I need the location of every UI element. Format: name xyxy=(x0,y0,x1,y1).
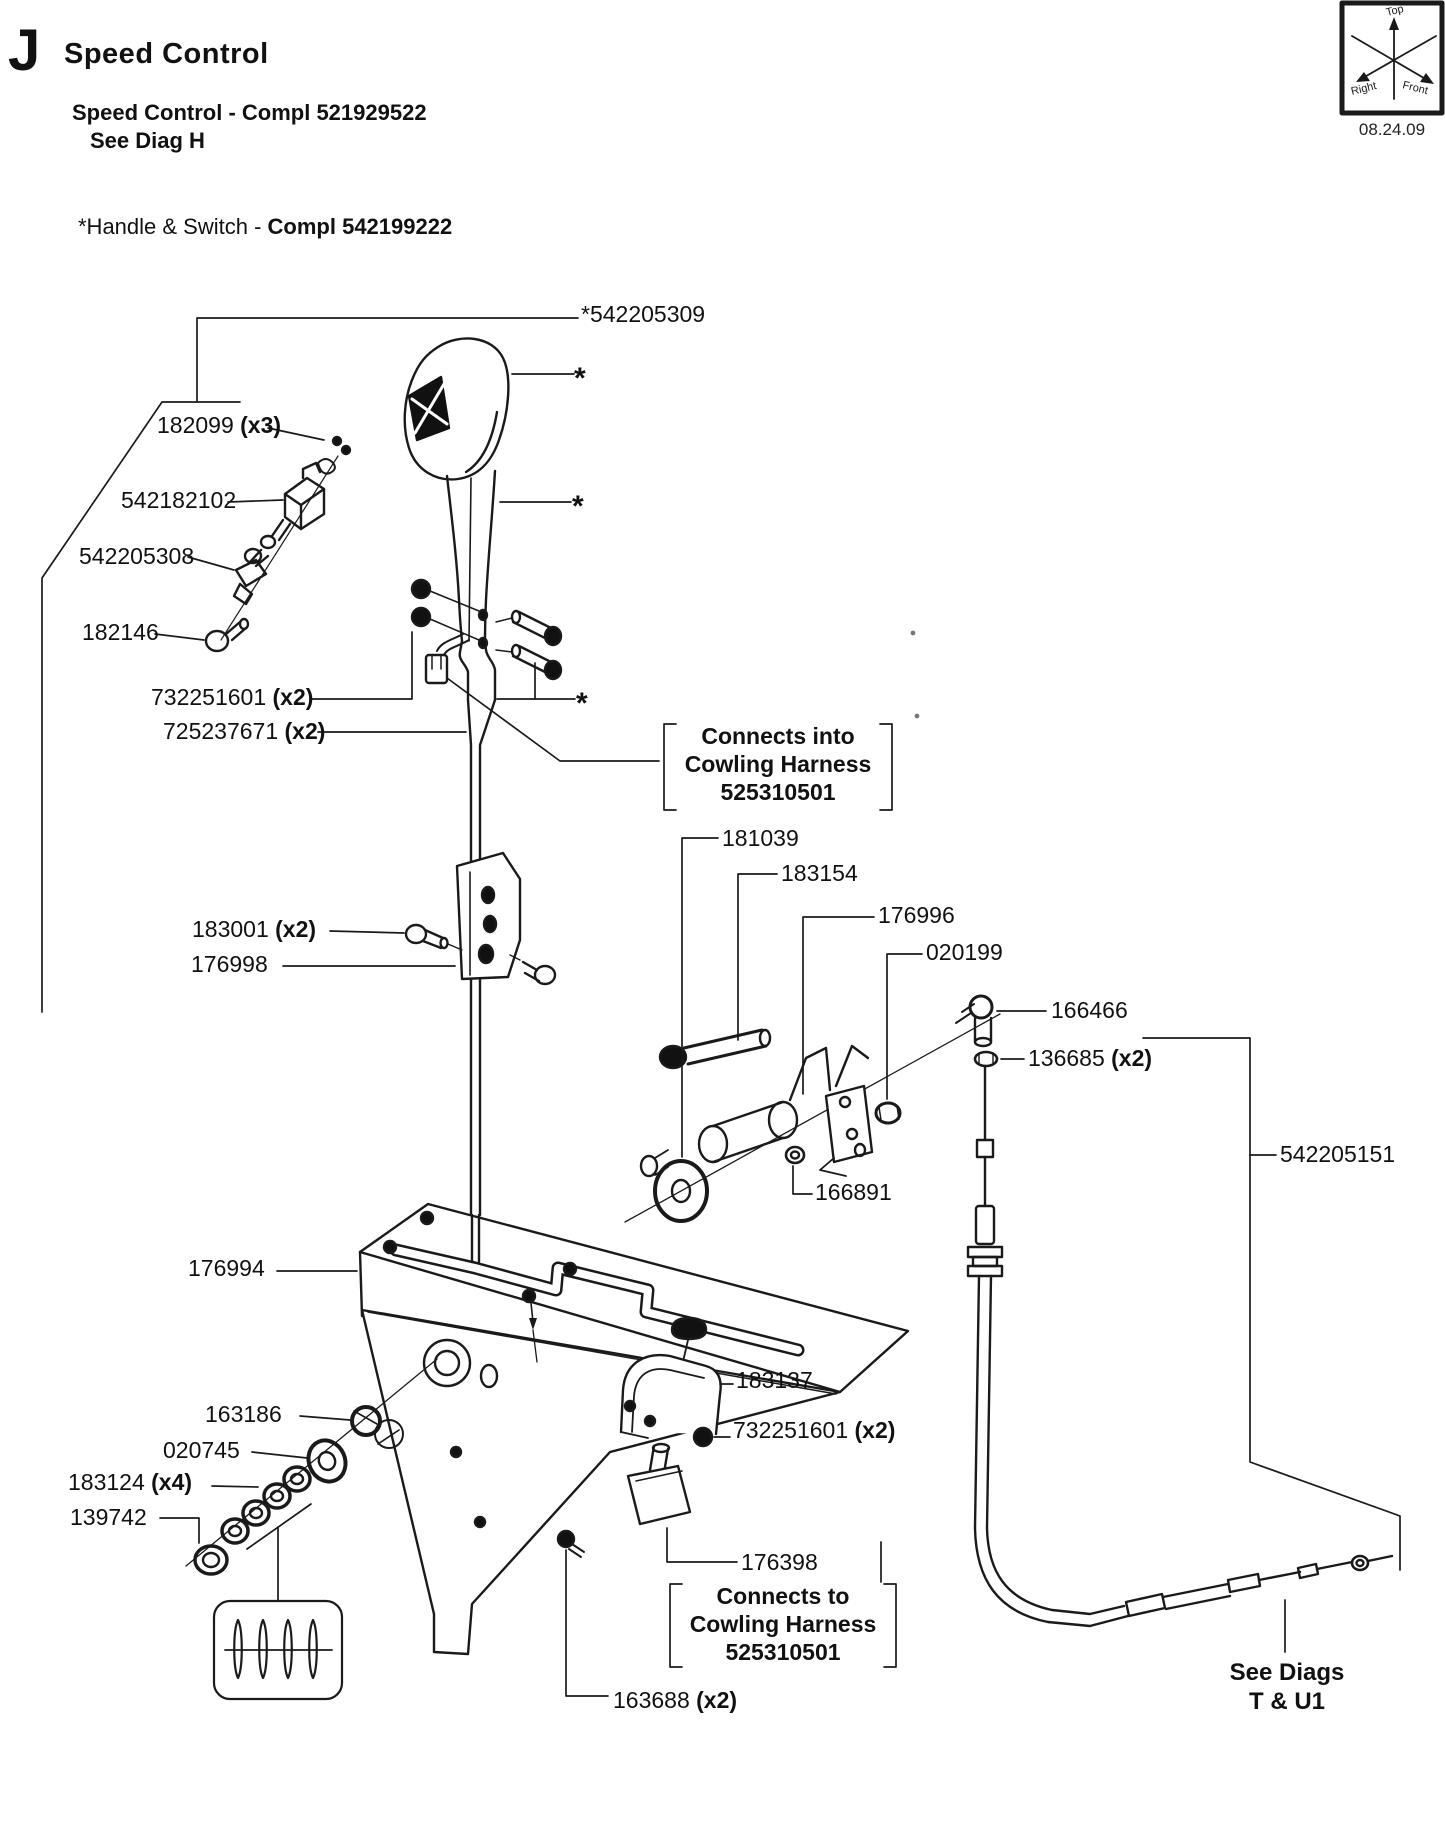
part-label-542182102: 542182102 xyxy=(121,487,237,513)
nut-166891 xyxy=(784,1145,806,1165)
switch-body xyxy=(283,476,326,531)
part-label-163688: 163688 (x2) xyxy=(613,1687,738,1713)
switch-assembly xyxy=(204,435,352,653)
compass-top-label: Top xyxy=(1385,3,1405,19)
handle-knob xyxy=(403,337,510,481)
part-label-732251601-upper: 732251601 (x2) xyxy=(151,684,314,710)
disc-washer xyxy=(653,1159,709,1223)
part-label-183124: 183124 (x4) xyxy=(68,1469,193,1495)
nut-139742 xyxy=(193,1544,229,1576)
screw-163688 xyxy=(556,1529,585,1558)
scan-dot xyxy=(910,630,916,636)
handle-switch-note-regular: *Handle & Switch - xyxy=(78,214,268,239)
connects-to-note: Connects to Cowling Harness 525310501 xyxy=(670,1582,896,1666)
bracket-ear-right xyxy=(834,1044,870,1088)
lever-rod-end xyxy=(470,1213,481,1264)
nut-020199 xyxy=(874,1101,902,1125)
part-label-181039: 181039 xyxy=(722,825,799,851)
compass-right-label: Right xyxy=(1350,80,1378,98)
part-label-183154: 183154 xyxy=(781,860,858,886)
handle-shaft xyxy=(445,469,497,1217)
bushing-163186 xyxy=(350,1405,382,1437)
part-label-542205308: 542205308 xyxy=(79,543,195,569)
connects-into-line2: Cowling Harness xyxy=(684,751,872,778)
part-label-183137: 183137 xyxy=(736,1367,813,1393)
washer-020745 xyxy=(306,1438,348,1484)
washer-stack xyxy=(185,1358,438,1576)
screw-dot-732251601 xyxy=(692,1426,714,1448)
part-label-183001: 183001 (x2) xyxy=(192,916,317,942)
part-label-725237671: 725237671 (x2) xyxy=(163,718,326,744)
section-letter: J xyxy=(8,18,41,83)
plunger-176398 xyxy=(626,1464,692,1526)
part-label-542205151: 542205151 xyxy=(1280,1141,1396,1167)
part-label-139742: 139742 xyxy=(70,1504,147,1530)
part-label-732251601-lower: 732251601 (x2) xyxy=(733,1417,896,1443)
part-label-166891: 166891 xyxy=(815,1179,892,1205)
part-label-136685: 136685 (x2) xyxy=(1028,1045,1153,1071)
revision-date: 08.24.09 xyxy=(1358,120,1426,139)
handle-group-boundary xyxy=(41,317,579,1013)
cap xyxy=(670,1316,708,1341)
part-label-020199: 020199 xyxy=(926,939,1003,965)
scan-dot xyxy=(914,713,920,719)
page-title: Speed Control xyxy=(64,38,269,70)
bracket-ear-left xyxy=(788,1046,832,1102)
bolt-182146 xyxy=(204,629,230,653)
part-label-176998: 176998 xyxy=(191,951,268,977)
see-diags-line2: T & U1 xyxy=(1248,1688,1325,1716)
part-label-020745: 020745 xyxy=(163,1437,240,1463)
asterisk-marker-knob: * xyxy=(574,362,586,395)
wire-connector xyxy=(424,633,470,685)
connects-into-line1: Connects into xyxy=(701,723,855,749)
handle-switch-note: *Handle & Switch - Compl 542199222 xyxy=(78,214,452,240)
asterisk-marker-shaft: * xyxy=(572,490,584,523)
see-diags-note: See Diags T & U1 xyxy=(1212,1658,1362,1717)
control-cable-542205151 xyxy=(966,1064,1394,1628)
part-label-542205309: *542205309 xyxy=(581,301,706,327)
part-label-176398: 176398 xyxy=(741,1549,818,1575)
washer-legend-box xyxy=(212,1599,344,1701)
asterisk-marker-lower: * xyxy=(576,687,588,720)
part-label-182099: 182099 (x3) xyxy=(157,412,282,438)
bracket-176998 xyxy=(404,851,557,986)
leader-lines xyxy=(154,373,1401,1697)
see-diags-line1: See Diags xyxy=(1229,1659,1345,1686)
connects-into-line3: 525310501 xyxy=(720,779,836,806)
orientation-compass-icon: Top Right Front xyxy=(1339,0,1445,116)
subtitle-compl: Speed Control - Compl 521929522 xyxy=(72,100,427,125)
shaft-screws xyxy=(410,578,563,681)
handle-switch-note-bold: Compl 542199222 xyxy=(267,214,453,239)
part-label-163186: 163186 xyxy=(205,1401,282,1427)
clip-542205308 xyxy=(234,558,268,588)
part-label-176994: 176994 xyxy=(188,1255,265,1281)
connects-to-line2: Cowling Harness xyxy=(689,1611,877,1638)
connects-to-line3: 525310501 xyxy=(725,1639,841,1666)
bolt-183154 xyxy=(658,1044,688,1070)
wire-hook xyxy=(317,458,336,475)
pivot-assembly xyxy=(624,994,1001,1223)
ball-joint-166466 xyxy=(968,994,994,1020)
bracket-183137 xyxy=(619,1353,722,1436)
part-label-166466: 166466 xyxy=(1051,997,1128,1023)
harness-connector xyxy=(424,653,449,685)
part-label-176996: 176996 xyxy=(878,902,955,928)
connects-into-note: Connects into Cowling Harness 525310501 xyxy=(664,722,892,806)
part-label-182146: 182146 xyxy=(82,619,159,645)
hub-cylinder xyxy=(697,1124,729,1164)
spring-plunger-assembly xyxy=(619,1316,722,1526)
connects-to-line1: Connects to xyxy=(716,1583,850,1609)
subtitle-see-diag: See Diag H xyxy=(90,128,205,153)
